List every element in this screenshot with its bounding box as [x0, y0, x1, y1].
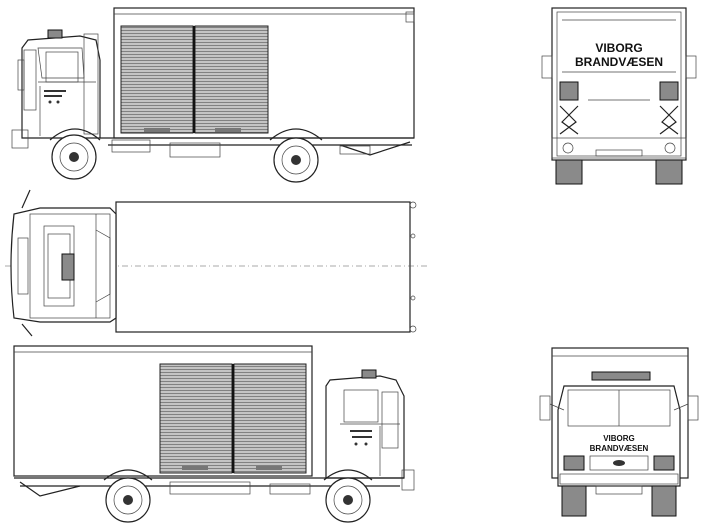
roof-box: [115, 201, 411, 333]
beacon-light-right: [361, 369, 377, 379]
side-view-right: [13, 345, 415, 523]
side-view-left: [11, 7, 415, 183]
front-wheel-right: [323, 469, 373, 523]
roller-shutter-doors: [120, 25, 269, 134]
front-wheel: [49, 128, 101, 180]
headlight-right: [653, 455, 675, 471]
rear-tire-left: [555, 159, 583, 185]
front-tire-left: [561, 485, 587, 517]
roller-shutter-doors-right: [159, 363, 307, 474]
rear-wheel-right: [103, 469, 153, 523]
rear-view: VIBORG BRANDVÆSEN: [541, 7, 697, 185]
headlight-left: [563, 455, 585, 471]
front-view: VIBORG BRANDVÆSEN: [539, 347, 699, 517]
front-lettering-line2: BRANDVÆSEN: [590, 444, 649, 453]
top-view: [5, 189, 430, 337]
rear-light-right: [659, 81, 679, 101]
rear-wheel: [269, 128, 323, 183]
rear-lettering-line2: BRANDVÆSEN: [575, 55, 663, 69]
rear-lettering-line1: VIBORG: [595, 41, 642, 55]
beacon-light: [47, 29, 63, 39]
cab: [11, 29, 101, 149]
cab-right: [325, 369, 415, 491]
front-tire-right: [651, 485, 677, 517]
rear-light-left: [559, 81, 579, 101]
rear-tire-right: [655, 159, 683, 185]
front-lettering-line1: VIBORG: [603, 434, 635, 443]
light-bar: [591, 371, 651, 381]
